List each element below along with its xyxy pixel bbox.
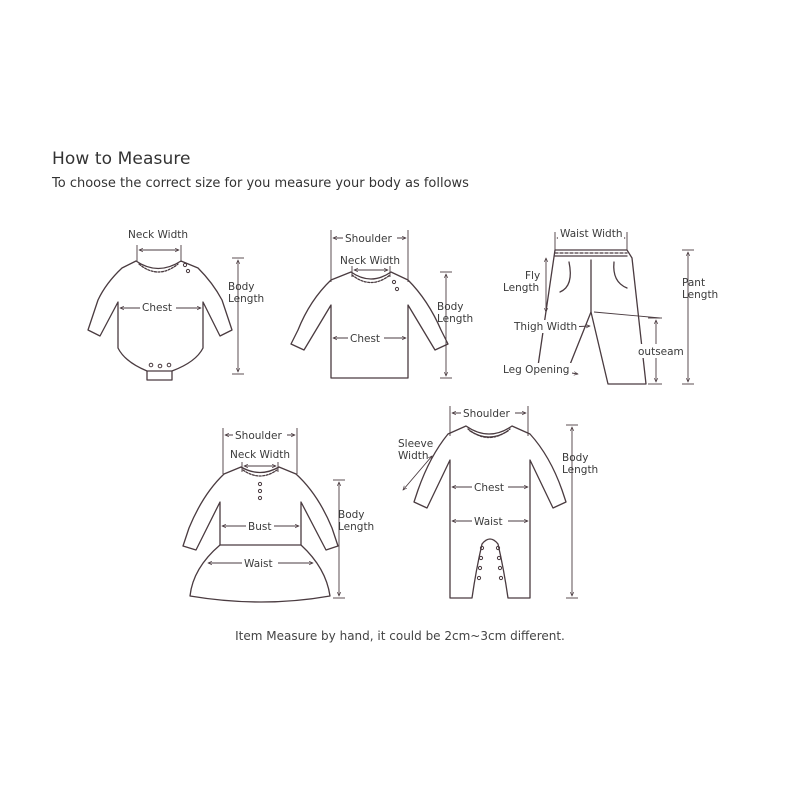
dress-body-length-label-2: Length bbox=[338, 521, 374, 533]
pants-pant-length-label-2: Length bbox=[682, 289, 718, 301]
dress-diagram: Shoulder Neck Width Bust Waist Body Leng… bbox=[182, 428, 374, 603]
top-body-length-label-2: Length bbox=[437, 313, 473, 325]
romper-body-length-label-1: Body bbox=[562, 452, 589, 464]
bodysuit-neck-width-label: Neck Width bbox=[128, 229, 188, 241]
dress-body-length-label-1: Body bbox=[338, 509, 365, 521]
measurement-disclaimer: Item Measure by hand, it could be 2cm~3c… bbox=[235, 629, 565, 643]
romper-diagram: Shoulder Sleeve Width Chest Waist Body L… bbox=[398, 406, 598, 599]
page-subtitle: To choose the correct size for you measu… bbox=[52, 176, 469, 191]
dress-neck-width-label: Neck Width bbox=[230, 449, 290, 461]
pants-leg-opening-label: Leg Opening bbox=[503, 364, 569, 376]
pants-fly-length-label-2: Length bbox=[503, 282, 539, 294]
dress-shoulder-label: Shoulder bbox=[235, 430, 282, 442]
top-body-length-label-1: Body bbox=[437, 301, 464, 313]
dress-waist-label: Waist bbox=[244, 558, 273, 570]
romper-shoulder-label: Shoulder bbox=[463, 408, 510, 420]
top-chest-label: Chest bbox=[350, 333, 380, 345]
top-shoulder-label: Shoulder bbox=[345, 233, 392, 245]
bodysuit-collar bbox=[138, 263, 179, 273]
bodysuit-snaps bbox=[148, 262, 191, 369]
bodysuit-chest-label: Chest bbox=[142, 302, 172, 314]
romper-outline bbox=[413, 425, 567, 599]
dress-outline bbox=[182, 466, 339, 603]
top-diagram: Shoulder Neck Width Chest Body Length bbox=[290, 230, 473, 379]
pants-fly-length-label-1: Fly bbox=[525, 270, 540, 282]
romper-sleeve-width-label-1: Sleeve bbox=[398, 438, 433, 450]
romper-chest-label: Chest bbox=[474, 482, 504, 494]
romper-waist-label: Waist bbox=[474, 516, 503, 528]
bodysuit-body-length-label-2: Length bbox=[228, 293, 264, 305]
dress-bust-label: Bust bbox=[248, 521, 271, 533]
romper-body-length-label-2: Length bbox=[562, 464, 598, 476]
romper-sleeve-width-label-2: Width bbox=[398, 450, 429, 462]
top-outline bbox=[290, 271, 449, 379]
page-title: How to Measure bbox=[52, 149, 191, 169]
pants-outseam-label: outseam bbox=[638, 346, 684, 358]
bodysuit-body-length-label-1: Body bbox=[228, 281, 255, 293]
pants-waist-width-label: Waist Width bbox=[560, 228, 623, 240]
pants-pant-length-label-1: Pant bbox=[682, 277, 705, 289]
top-neck-width-label: Neck Width bbox=[340, 255, 400, 267]
pants-diagram: Waist Width Fly Length Pant Length Thigh… bbox=[502, 228, 718, 385]
pants-thigh-width-label: Thigh Width bbox=[513, 321, 577, 333]
bodysuit-diagram: Neck Width Chest Body Length bbox=[87, 229, 264, 381]
bodysuit-outline bbox=[87, 260, 233, 372]
